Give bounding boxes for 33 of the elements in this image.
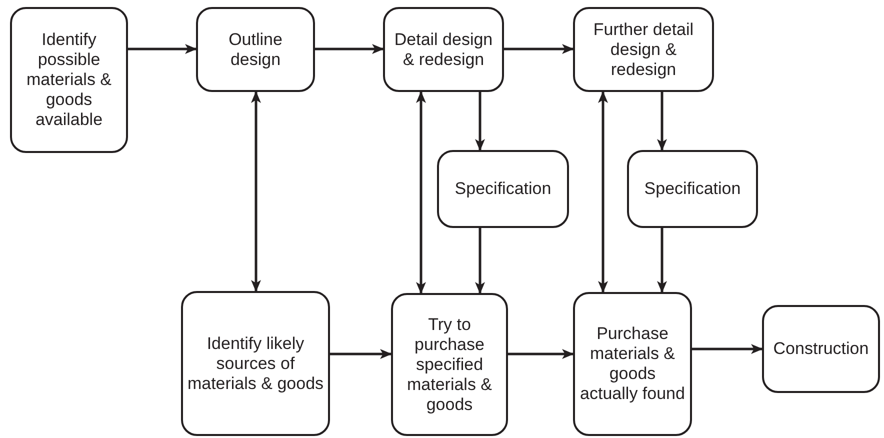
box-label: Purchase materials & goods actually found bbox=[579, 324, 686, 404]
arrow bbox=[692, 344, 763, 354]
arrow bbox=[598, 91, 608, 293]
process-box bbox=[391, 293, 508, 436]
box-label: Detail design & redesign bbox=[393, 30, 494, 70]
box-label: Construction bbox=[773, 339, 869, 359]
box-label: Identify likely sources of materials & goods bbox=[187, 334, 324, 394]
process-box bbox=[627, 150, 758, 228]
arrow bbox=[416, 91, 426, 294]
box-label: Specification bbox=[454, 179, 552, 199]
arrow bbox=[475, 228, 485, 294]
arrow bbox=[128, 44, 197, 54]
arrow bbox=[504, 44, 574, 54]
process-box bbox=[573, 7, 714, 92]
box-label: Outline design bbox=[228, 30, 284, 70]
arrow bbox=[508, 349, 574, 359]
arrow bbox=[251, 91, 261, 292]
process-box bbox=[196, 7, 315, 92]
arrow bbox=[657, 92, 667, 151]
box-label: Specification bbox=[644, 179, 741, 199]
arrow bbox=[475, 92, 485, 151]
box-label: Further detail design & redesign bbox=[592, 20, 695, 80]
arrow bbox=[315, 44, 384, 54]
process-box bbox=[762, 305, 880, 393]
process-box bbox=[181, 291, 330, 436]
box-label: Identify possible materials & goods available bbox=[25, 30, 113, 130]
process-box bbox=[383, 7, 504, 92]
process-box bbox=[573, 292, 692, 436]
arrow bbox=[657, 228, 667, 293]
arrow bbox=[330, 349, 392, 359]
process-box bbox=[437, 150, 569, 228]
process-box bbox=[10, 7, 128, 153]
box-label: Try to purchase specified materials & goods bbox=[406, 314, 494, 414]
